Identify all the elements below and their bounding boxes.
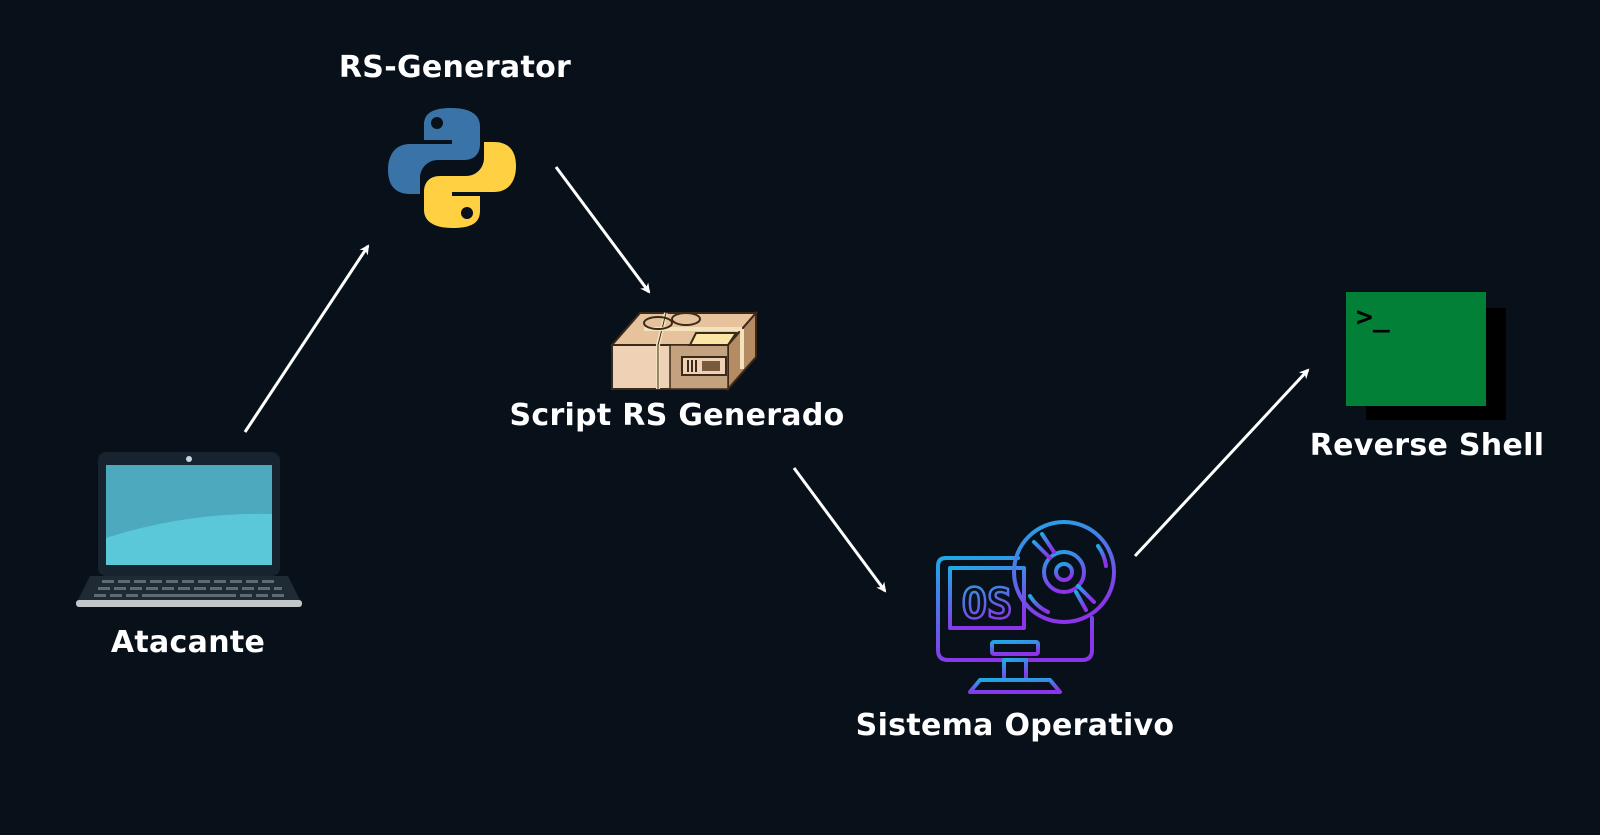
label-reverse-shell: Reverse Shell: [1309, 428, 1545, 463]
arrow-script-to-os: [792, 467, 887, 593]
arrow-os-to-shell: [1133, 368, 1310, 558]
python-logo-icon: [388, 108, 516, 228]
os-text: OS: [962, 579, 1013, 628]
label-script-rs-generado: Script RS Generado: [509, 398, 845, 433]
arrow-attacker-to-generator: [243, 244, 370, 433]
label-sistema-operativo: Sistema Operativo: [855, 708, 1175, 743]
os-monitor-disc-icon: OS: [936, 520, 1116, 700]
label-atacante: Atacante: [110, 625, 266, 660]
package-box-icon: [610, 310, 759, 391]
terminal-prompt: >_: [1356, 300, 1390, 333]
label-rs-generator: RS-Generator: [338, 50, 572, 85]
laptop-icon: [76, 452, 302, 607]
terminal-icon: >_: [1346, 292, 1506, 420]
arrow-generator-to-script: [554, 166, 651, 294]
